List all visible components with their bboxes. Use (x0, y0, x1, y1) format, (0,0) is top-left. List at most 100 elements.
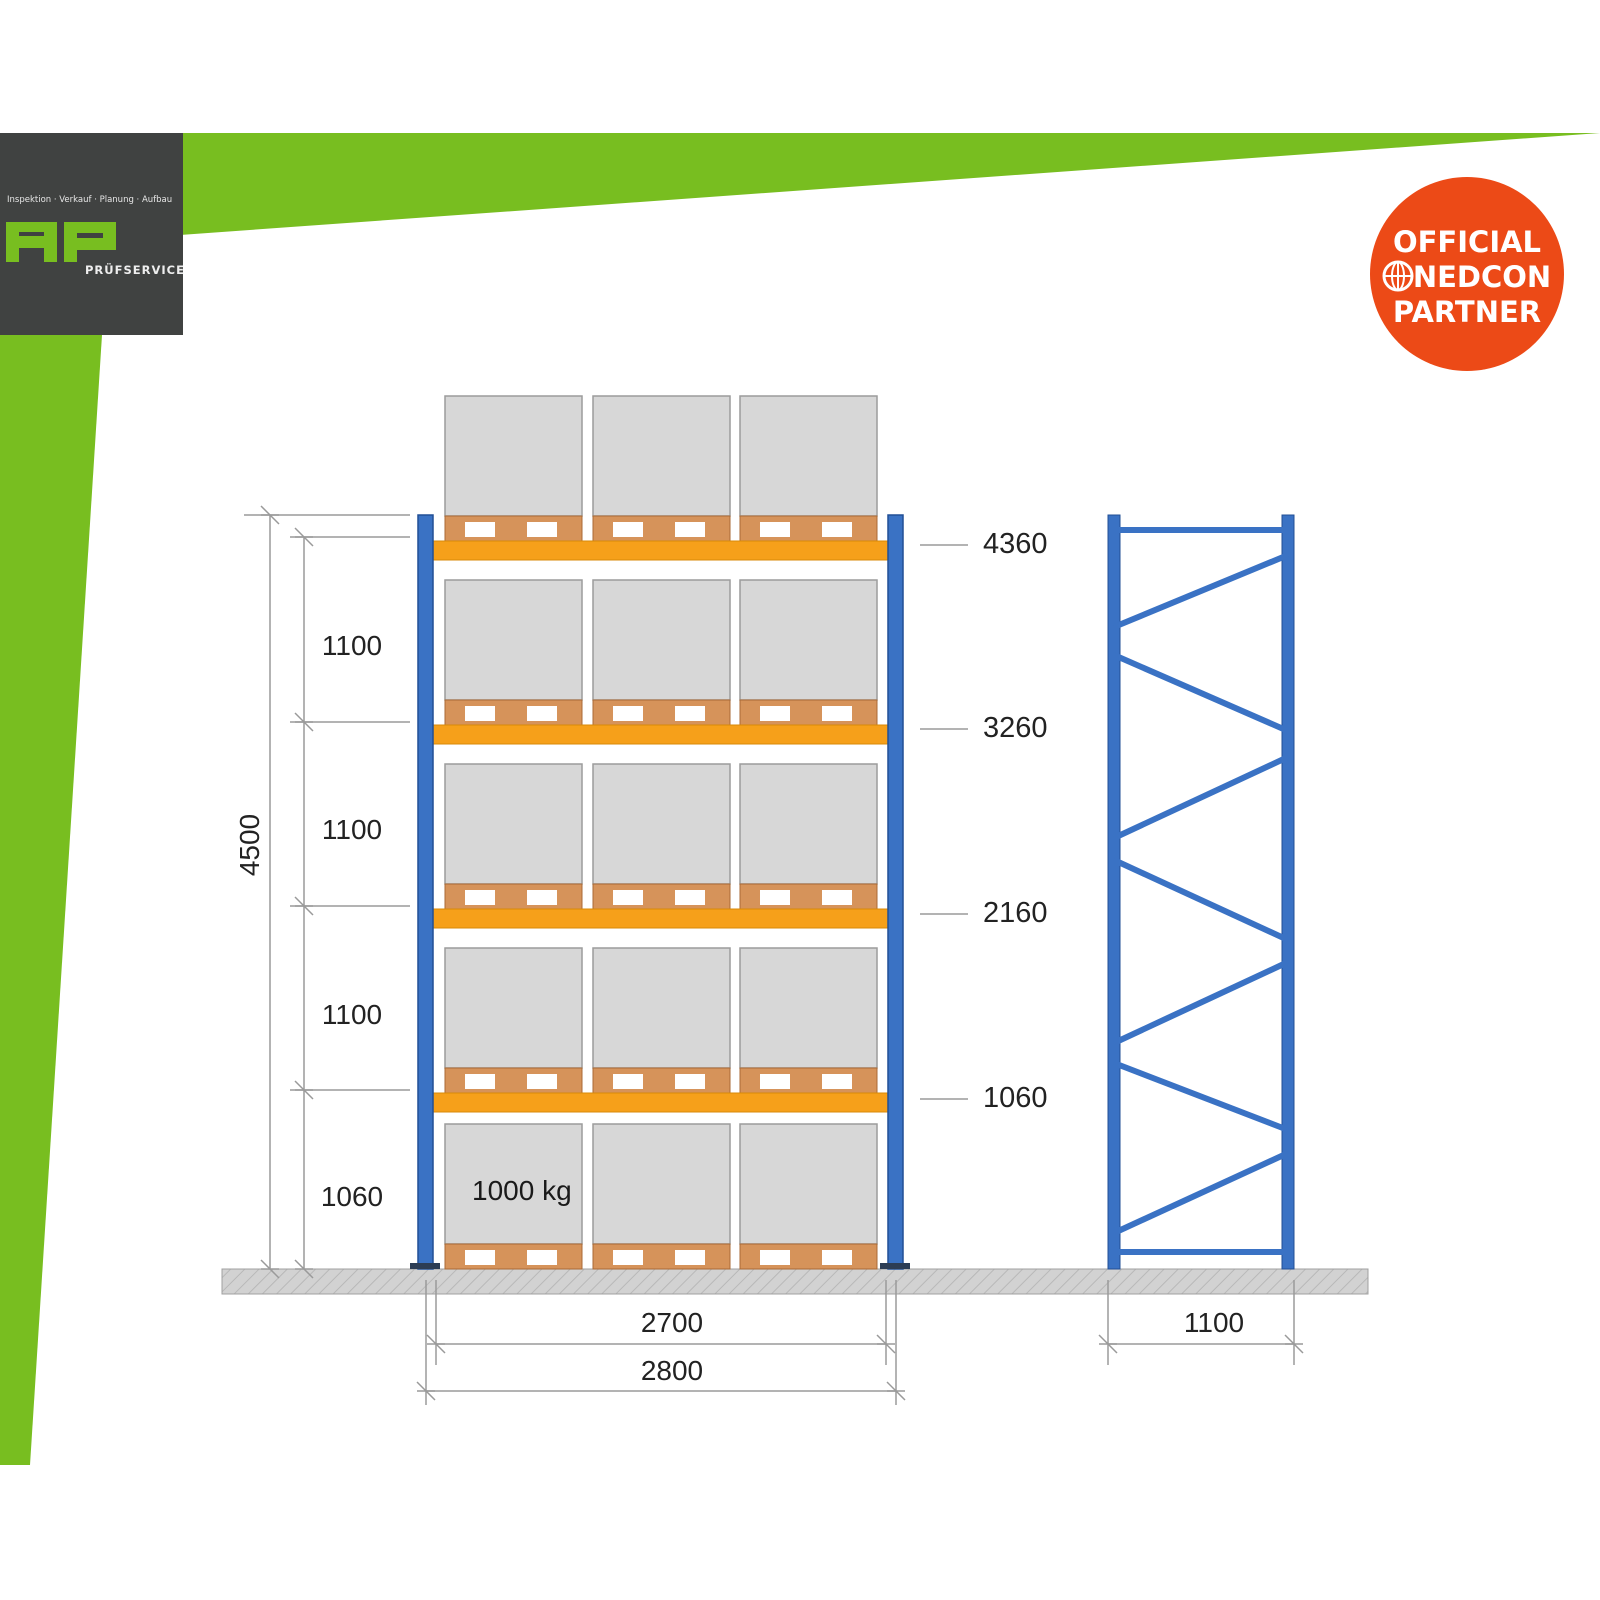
load-box (739, 947, 878, 1069)
base-plate-right (880, 1263, 910, 1269)
pallet-opening (822, 1074, 852, 1089)
pallet-opening (822, 890, 852, 905)
gap-label-3: 1100 (322, 814, 382, 845)
pallet-opening (465, 1250, 495, 1265)
pallet-opening (527, 890, 557, 905)
pallet-opening (760, 522, 790, 537)
frame-upright-front (1107, 514, 1121, 1270)
frame-diagonal (1112, 1060, 1290, 1133)
frame-diagonal (1112, 552, 1290, 630)
base-plate-left (410, 1263, 440, 1269)
globe-icon (1382, 260, 1414, 292)
pallet-opening (465, 890, 495, 905)
pallet-load (592, 763, 731, 910)
beam-3260 (427, 724, 892, 745)
rack-side-frame (1107, 514, 1295, 1270)
load-box (444, 579, 583, 701)
pallet-opening (760, 1074, 790, 1089)
pallet-load (739, 1123, 878, 1270)
pallet-load (444, 947, 583, 1094)
pallet-opening (465, 1074, 495, 1089)
bay-width-label: 2800 (641, 1355, 703, 1386)
load-box (444, 763, 583, 885)
pallet-opening (527, 1074, 557, 1089)
pallet-opening (760, 890, 790, 905)
nedcon-partner-badge (1370, 177, 1564, 371)
pallet-load (592, 1123, 731, 1270)
load-box (592, 579, 731, 701)
pallet-load (739, 395, 878, 542)
frame-diagonal (1112, 959, 1290, 1046)
company-logo (0, 133, 183, 335)
beam-level-label-2160: 2160 (983, 897, 1048, 929)
pallet-load (444, 579, 583, 726)
logo-mark (6, 222, 116, 262)
load-box (444, 395, 583, 517)
logo-subtitle: PRÜFSERVICE (85, 262, 185, 277)
pallet-opening (613, 522, 643, 537)
total-height-label: 4500 (234, 814, 265, 876)
load-box (592, 1123, 731, 1245)
upright-right (887, 514, 904, 1270)
pallet-load (444, 395, 583, 542)
pallet-load (739, 763, 878, 910)
pallet-opening (613, 706, 643, 721)
pallet-load (592, 579, 731, 726)
green-top-band (180, 133, 1600, 235)
beam-level-label-4360: 4360 (983, 528, 1048, 560)
beam-level-label-1060: 1060 (983, 1082, 1048, 1114)
load-box (592, 947, 731, 1069)
load-box (739, 579, 878, 701)
pallet-opening (822, 706, 852, 721)
frame-diagonal (1112, 754, 1290, 841)
logo-tagline: Inspektion · Verkauf · Planung · Aufbau (7, 195, 172, 205)
load-box (739, 1123, 878, 1245)
pallet-opening (675, 890, 705, 905)
pallet-opening (613, 1250, 643, 1265)
load-box (444, 947, 583, 1069)
badge-line-2: NEDCON (1413, 260, 1551, 294)
pallet-opening (760, 1250, 790, 1265)
pallet-opening (465, 522, 495, 537)
pallet-load (444, 1123, 583, 1270)
pallet-opening (760, 706, 790, 721)
badge-line-1: OFFICIAL (1393, 225, 1541, 259)
upright-left (417, 514, 434, 1270)
load-box (592, 763, 731, 885)
gap-label-1: 1060 (321, 1181, 383, 1212)
pallet-opening (822, 1250, 852, 1265)
beam-4360 (427, 540, 892, 561)
pallet-load (739, 947, 878, 1094)
pallet-opening (527, 1250, 557, 1265)
frame-diagonal (1112, 1150, 1290, 1236)
pallet-load (592, 395, 731, 542)
pallet-opening (675, 1074, 705, 1089)
frame-depth-label: 1100 (1184, 1307, 1244, 1338)
load-box (444, 1123, 583, 1245)
pallet-load (592, 947, 731, 1094)
load-weight-label: 1000 kg (472, 1175, 572, 1206)
frame-diagonal (1112, 857, 1290, 943)
beam-1060 (427, 1092, 892, 1113)
gap-label-2: 1100 (322, 999, 382, 1030)
pallet-opening (613, 890, 643, 905)
pallet-opening (527, 706, 557, 721)
badge-line-3: PARTNER (1393, 295, 1541, 329)
beam-level-label-3260: 3260 (983, 712, 1048, 744)
beam-length-label: 2700 (641, 1307, 703, 1338)
frame-upright-back (1281, 514, 1295, 1270)
load-box (739, 763, 878, 885)
rack-front-view (410, 395, 910, 1270)
pallet-load (444, 763, 583, 910)
load-box (739, 395, 878, 517)
pallet-opening (613, 1074, 643, 1089)
green-left-band (0, 335, 102, 1465)
gap-label-4: 1100 (322, 630, 382, 661)
pallet-opening (527, 522, 557, 537)
pallet-opening (675, 1250, 705, 1265)
pallet-opening (822, 522, 852, 537)
load-box (592, 395, 731, 517)
dimension-lines (244, 505, 1304, 1405)
pallet-opening (675, 522, 705, 537)
